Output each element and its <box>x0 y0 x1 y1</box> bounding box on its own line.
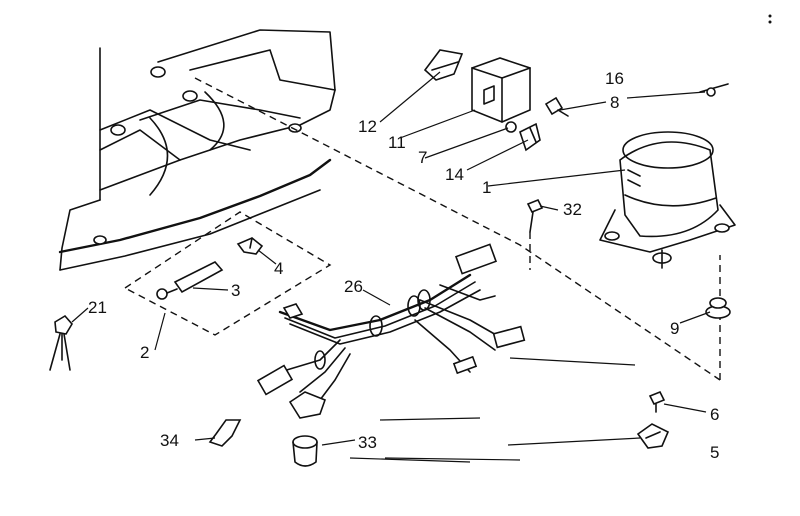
callout-3: 3 <box>231 281 240 300</box>
relay-part-3 <box>156 261 224 300</box>
callout-5: 5 <box>710 443 719 462</box>
pushpin-part-21 <box>49 314 73 371</box>
cabinet-bolt-icon <box>182 90 198 102</box>
callout-12: 12 <box>358 117 377 136</box>
scan-line <box>379 417 481 421</box>
callout-2: 2 <box>140 343 149 362</box>
cabinet-bolt-icon <box>93 235 107 245</box>
callout-16: 16 <box>605 69 624 88</box>
callout-34: 34 <box>160 431 179 450</box>
bracket-part-12 <box>423 49 464 81</box>
grommet-part-9 <box>705 297 731 319</box>
callout-33: 33 <box>358 433 377 452</box>
cabinet-base <box>58 29 336 271</box>
cabinet-bolt-icon <box>150 66 166 78</box>
screw-part-16 <box>544 96 569 117</box>
ground-wire-part-8 <box>699 83 729 97</box>
callout-8: 8 <box>610 93 619 112</box>
relay-box-part-11 <box>471 57 531 123</box>
callout-14: 14 <box>445 165 464 184</box>
callout-21: 21 <box>88 298 107 317</box>
leader-lines <box>71 71 711 446</box>
connector-part-14 <box>519 122 541 152</box>
scan-speck <box>768 14 772 18</box>
callout-11: 11 <box>388 133 406 152</box>
scan-speck <box>768 20 772 24</box>
nut-part-7 <box>505 121 517 133</box>
assembly-line <box>194 77 721 381</box>
kit-box <box>123 211 332 336</box>
cabinet-bolt-icon <box>288 123 302 133</box>
callout-26: 26 <box>344 277 363 296</box>
cabinet-bolt-icon <box>110 124 126 136</box>
screw-part-6 <box>648 390 666 413</box>
screw-part-32 <box>526 198 544 233</box>
clamp-part-5 <box>636 423 670 449</box>
wire-harness-part-26 <box>256 243 526 419</box>
callout-4: 4 <box>274 259 283 278</box>
callout-6: 6 <box>710 405 719 424</box>
compressor-part-1 <box>599 131 736 269</box>
scan-line <box>349 457 471 463</box>
bracket-part-34 <box>208 419 242 447</box>
scan-line <box>384 457 521 461</box>
clip-part-4 <box>236 237 264 255</box>
callout-9: 9 <box>670 319 679 338</box>
capacitor-part-33 <box>292 435 318 467</box>
callout-1: 1 <box>482 178 491 197</box>
callout-7: 7 <box>418 148 427 167</box>
callout-32: 32 <box>563 200 582 219</box>
